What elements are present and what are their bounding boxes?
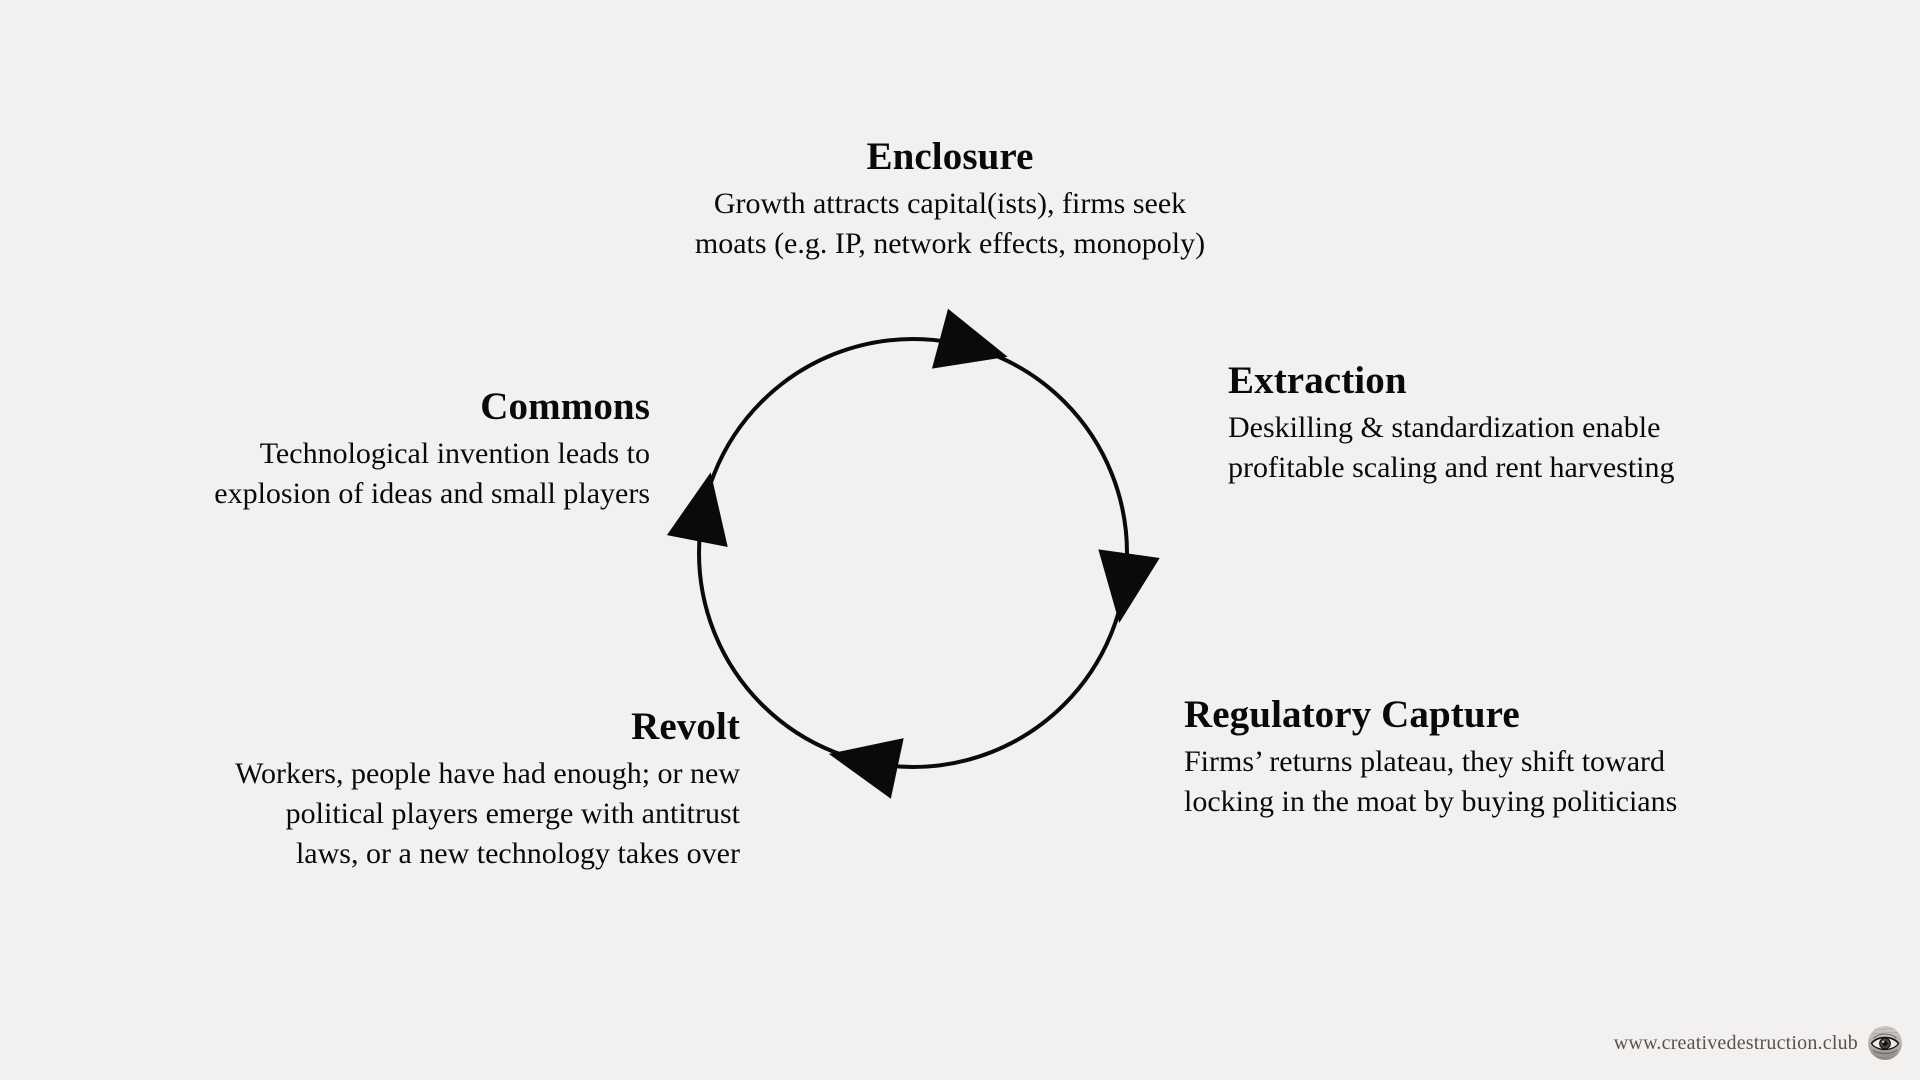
stage-extraction-description: Deskilling & standardization enable prof… (1228, 408, 1828, 488)
stage-enclosure-line-2: moats (e.g. IP, network effects, monopol… (694, 227, 1206, 261)
stage-revolt-line-2: political players emerge with antitrust (285, 797, 740, 831)
watermark-url: www.creativedestruction.club (1613, 1031, 1858, 1054)
stage-extraction: Extraction Deskilling & standardization … (1228, 360, 1828, 488)
stage-commons-description: Technological invention leads to explosi… (140, 434, 650, 514)
stage-commons-title: Commons (480, 385, 650, 428)
arrow-right-icon (1098, 549, 1160, 623)
stage-enclosure-line-1: Growth attracts capital(ists), firms see… (713, 187, 1187, 221)
arrow-top-icon (931, 308, 1008, 369)
stage-revolt-title: Revolt (631, 705, 740, 748)
stage-regulatory-capture-line-2: locking in the moat by buying politician… (1184, 785, 1678, 819)
cycle-circle (697, 337, 1129, 769)
stage-enclosure-title: Enclosure (866, 135, 1034, 178)
stage-regulatory-capture: Regulatory Capture Firms’ returns platea… (1184, 694, 1844, 822)
arrow-bottom-icon (828, 738, 904, 799)
arrow-left-icon (666, 472, 728, 547)
stage-commons-line-1: Technological invention leads to (259, 437, 650, 471)
eye-logo-icon (1868, 1026, 1902, 1060)
stage-revolt-line-1: Workers, people have had enough; or new (235, 757, 740, 791)
stage-regulatory-capture-title: Regulatory Capture (1184, 693, 1520, 736)
stage-revolt: Revolt Workers, people have had enough; … (150, 706, 740, 874)
stage-enclosure: Enclosure Growth attracts capital(ists),… (560, 136, 1340, 264)
stage-commons-line-2: explosion of ideas and small players (214, 477, 650, 511)
stage-extraction-title: Extraction (1228, 359, 1407, 402)
stage-commons: Commons Technological invention leads to… (140, 386, 650, 514)
stage-regulatory-capture-line-1: Firms’ returns plateau, they shift towar… (1184, 745, 1665, 779)
stage-revolt-description: Workers, people have had enough; or new … (150, 754, 740, 874)
stage-extraction-line-1: Deskilling & standardization enable (1228, 411, 1661, 445)
stage-revolt-line-3: laws, or a new technology takes over (295, 837, 740, 871)
stage-enclosure-description: Growth attracts capital(ists), firms see… (560, 184, 1340, 264)
footer-watermark: www.creativedestruction.club (1614, 1026, 1902, 1060)
stage-extraction-line-2: profitable scaling and rent harvesting (1228, 451, 1675, 485)
stage-regulatory-capture-description: Firms’ returns plateau, they shift towar… (1184, 742, 1844, 822)
